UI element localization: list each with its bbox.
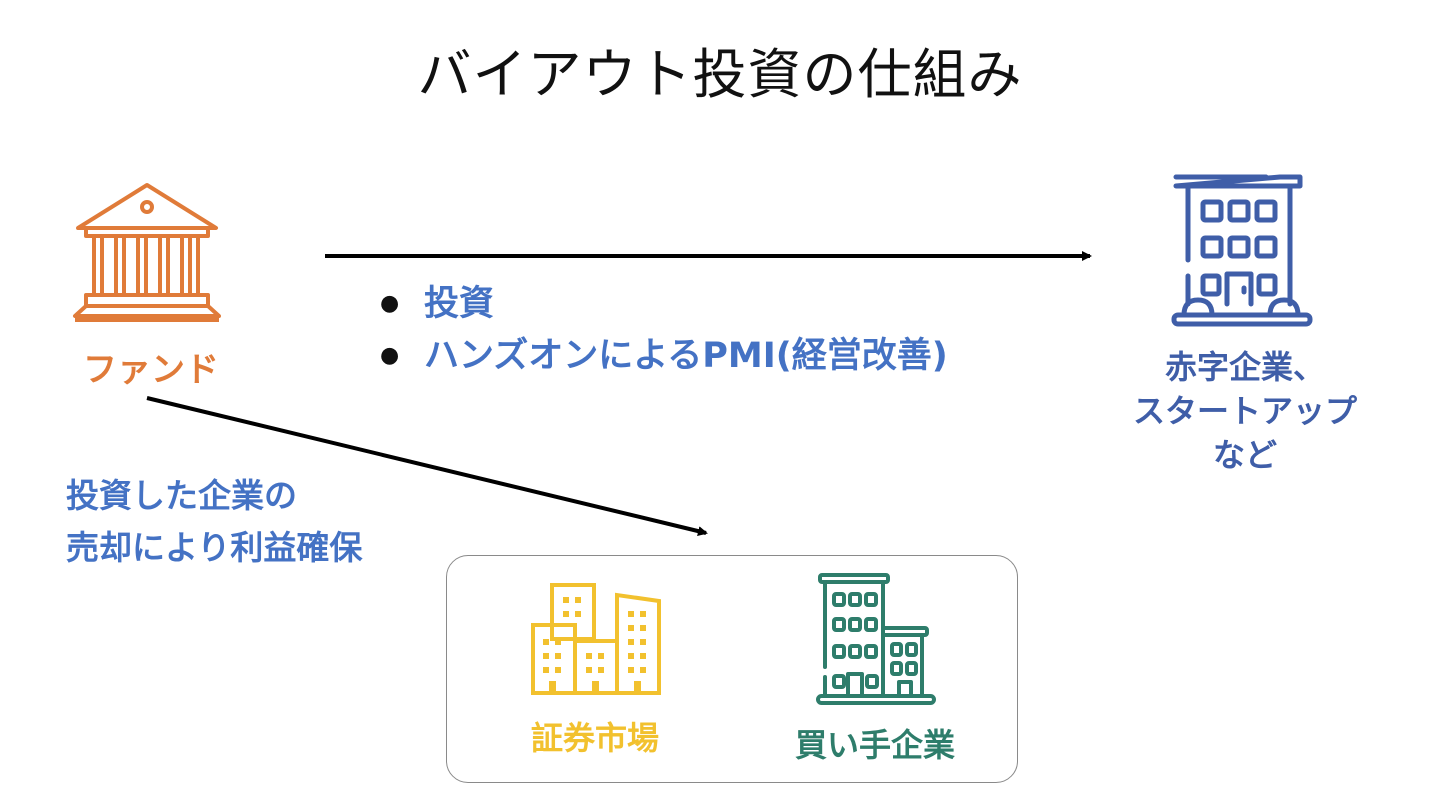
exit-label: 投資した企業の 売却により利益確保 (66, 470, 362, 574)
office-building-icon (1171, 174, 1313, 327)
bullet-text: 投資 (424, 284, 495, 324)
fund-label: ファンド (83, 350, 219, 390)
buyer-company-label: 買い手企業 (794, 726, 955, 764)
target-company-label: 赤字企業、 スタートアップ など (1100, 345, 1390, 477)
bullet-icon: ● (380, 343, 400, 368)
exit-label-line-1: 投資した企業の (66, 476, 297, 515)
page-title: バイアウト投資の仕組み (417, 43, 1023, 106)
bullet-text: ハンズオンによるPMI(経営改善) (424, 336, 948, 376)
target-label-line-1: 赤字企業、 (1164, 348, 1325, 386)
city-buildings-icon (531, 583, 661, 695)
investment-bullets: ● 投資 ● ハンズオンによるPMI(経営改善) (380, 278, 948, 382)
bullet-item: ● 投資 (380, 278, 948, 330)
exit-arrow (146, 396, 708, 536)
bullet-icon: ● (380, 291, 400, 316)
target-label-line-2: スタートアップ (1132, 392, 1357, 430)
company-buildings-icon (816, 573, 936, 705)
target-label-line-3: など (1212, 436, 1277, 474)
securities-market-label: 証券市場 (530, 719, 659, 757)
bullet-item: ● ハンズオンによるPMI(経営改善) (380, 330, 948, 382)
exit-label-line-2: 売却により利益確保 (66, 528, 363, 567)
bank-icon (73, 183, 221, 322)
